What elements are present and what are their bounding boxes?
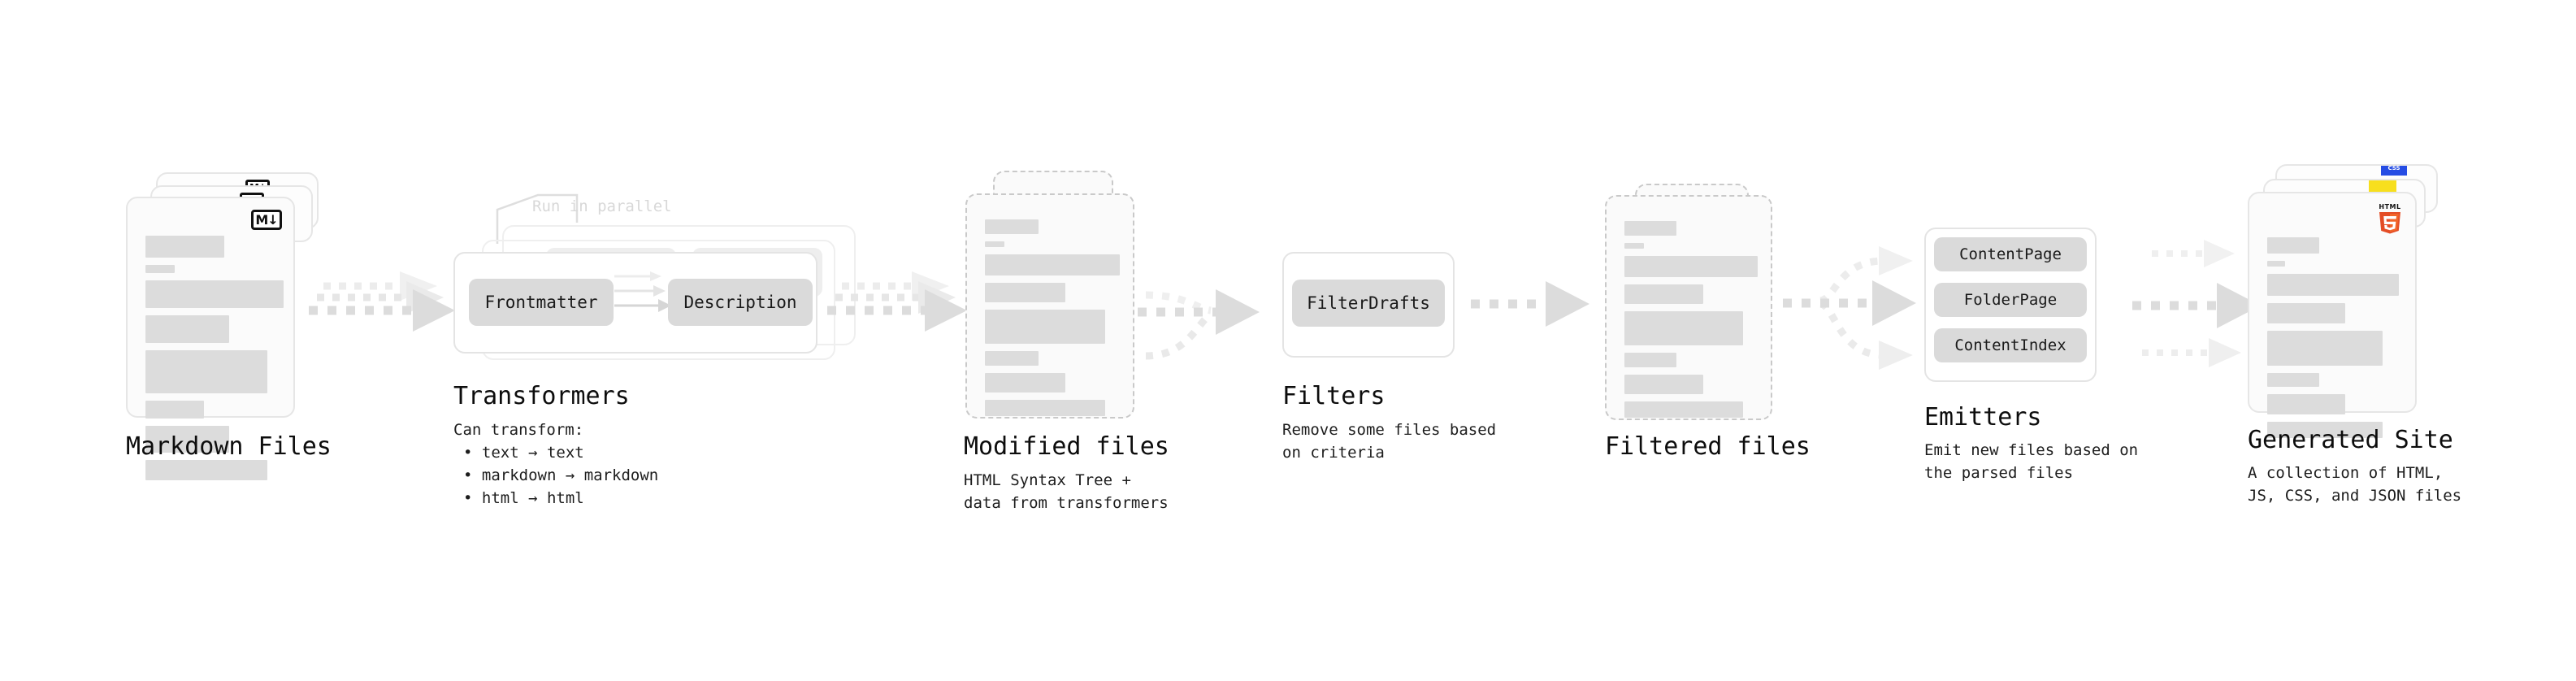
content-bar	[2267, 261, 2285, 267]
pill-contentindex[interactable]: ContentIndex	[1934, 328, 2087, 362]
html5-icon: HTML	[2376, 202, 2404, 236]
content-bar	[2267, 237, 2319, 254]
content-bar	[145, 426, 229, 453]
content-bar	[2267, 373, 2319, 387]
content-bar	[145, 350, 267, 393]
site-card-content	[2267, 237, 2400, 445]
content-bar	[2267, 331, 2383, 366]
content-bar	[1624, 221, 1676, 236]
run-in-parallel-leader	[496, 193, 579, 244]
content-bar	[985, 254, 1120, 275]
generated-site-title: Generated Site	[2248, 426, 2453, 454]
modified-card-front	[965, 193, 1134, 419]
content-bar	[985, 351, 1039, 366]
content-bar	[1624, 284, 1703, 304]
site-card-front: HTML	[2248, 192, 2417, 438]
emitters-subtitle: Emit new files based on the parsed files	[1924, 441, 2139, 482]
connector-transformers-to-modified	[827, 271, 967, 332]
pill-folderpage[interactable]: FolderPage	[1934, 283, 2087, 317]
content-bar	[985, 219, 1039, 234]
content-bar	[145, 265, 175, 273]
content-bar	[145, 280, 284, 308]
content-bar	[1624, 353, 1676, 367]
run-in-parallel-note: Run in parallel	[532, 197, 672, 215]
connector-md-to-transformers	[309, 271, 455, 332]
content-bar	[985, 241, 1004, 247]
content-bar	[985, 400, 1105, 416]
markdown-badge-front: M↓	[251, 210, 282, 230]
connector-emitters-to-site	[2132, 240, 2261, 367]
filters-subtitle: Remove some files based on criteria	[1282, 421, 1497, 462]
filtered-card-front	[1605, 195, 1772, 420]
modified-card-content	[985, 219, 1120, 423]
css3-icon: CSS	[2381, 166, 2407, 176]
transformers-bullets-text: • text → text • markdown → markdown • ht…	[463, 444, 659, 507]
content-bar	[2267, 274, 2399, 296]
connector-modified-to-filters	[1138, 289, 1260, 360]
markdown-card-content	[145, 236, 284, 488]
pill-contentpage[interactable]: ContentPage	[1934, 237, 2087, 271]
content-bar	[2267, 303, 2345, 323]
filtered-card-content	[1624, 221, 1758, 425]
content-bar	[1624, 375, 1703, 394]
connector-filters-to-filtered	[1471, 281, 1589, 327]
markdown-card-front: M↓	[126, 197, 295, 480]
transformers-bullets: • text → text • markdown → markdown • ht…	[463, 441, 658, 510]
pill-filterdrafts[interactable]: FilterDrafts	[1292, 280, 1445, 327]
content-bar	[985, 283, 1065, 302]
transformers-title: Transformers	[453, 382, 630, 410]
modified-files-subtitle: HTML Syntax Tree + data from transformer…	[964, 471, 1169, 512]
filters-title: Filters	[1282, 382, 1386, 410]
content-bar	[985, 310, 1105, 344]
content-bar	[985, 373, 1065, 393]
markdown-files-title: Markdown Files	[126, 432, 332, 461]
content-bar	[145, 401, 204, 419]
transformer-internal-arrows	[614, 271, 671, 312]
generated-site-subtitle: A collection of HTML, JS, CSS, and JSON …	[2248, 464, 2462, 505]
pill-description[interactable]: Description	[668, 279, 813, 326]
content-bar	[145, 236, 224, 258]
content-bar	[1624, 311, 1743, 345]
content-bar	[1624, 243, 1644, 249]
content-bar	[145, 460, 267, 480]
pill-frontmatter[interactable]: Frontmatter	[469, 279, 614, 326]
emitters-title: Emitters	[1924, 403, 2042, 432]
content-bar	[1624, 401, 1743, 418]
content-bar	[1624, 256, 1758, 277]
content-bar	[145, 315, 229, 343]
content-bar	[2267, 422, 2383, 438]
modified-files-title: Modified files	[964, 432, 1169, 461]
transformers-subtitle: Can transform:	[453, 421, 584, 439]
svg-text:HTML: HTML	[2379, 203, 2400, 210]
content-bar	[2267, 394, 2345, 414]
filtered-files-title: Filtered files	[1605, 432, 1811, 461]
connector-filtered-to-emitters	[1783, 246, 1916, 370]
